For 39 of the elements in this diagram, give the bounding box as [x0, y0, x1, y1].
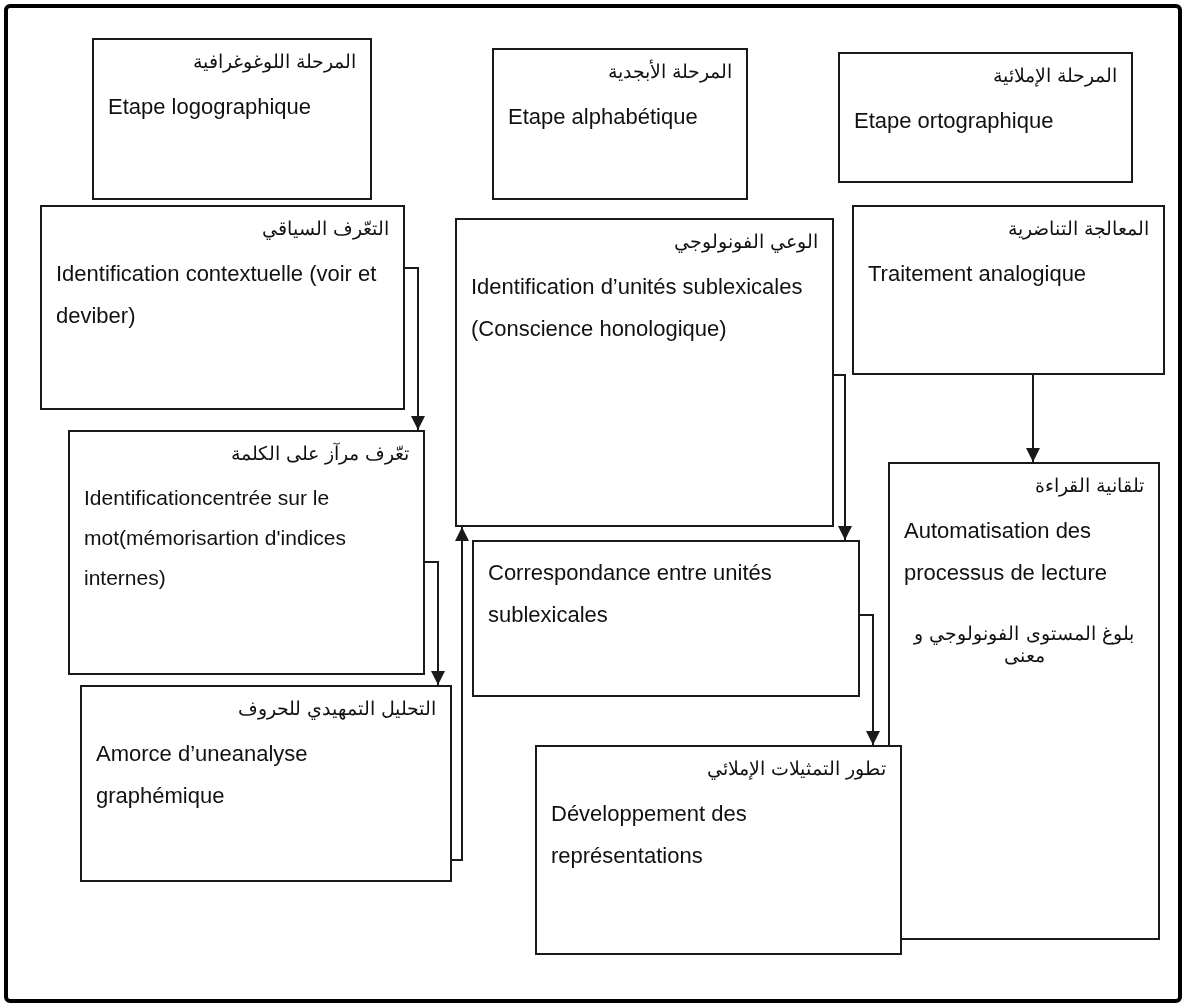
arrow [1026, 374, 1040, 463]
text-box [455, 218, 834, 527]
arrow [859, 614, 880, 746]
arabic-heading: بلوغ المستوى الفونولوجي و معنى [912, 621, 1135, 666]
arrow [424, 561, 445, 686]
french-label: Etape logographique [108, 93, 313, 121]
arabic-heading: المرحلة الإملائية [991, 64, 1117, 86]
arabic-heading: المعالجة التناضرية [1006, 217, 1149, 239]
french-label: Automatisation des processus de lecture [904, 517, 1108, 587]
text-box [40, 205, 405, 410]
arabic-heading: تعّرف مرآز على الكلمة [229, 442, 409, 464]
arabic-heading: المرحلة اللوغوغرافية [191, 50, 356, 72]
french-label: Correspondance entre unités sublexicales [488, 559, 773, 629]
text-box [92, 38, 372, 200]
arrow [833, 374, 852, 541]
text-box [838, 52, 1133, 183]
arabic-heading: تطور التمثيلات الإملائي [705, 757, 886, 779]
arabic-heading: التعّرف السياقي [260, 217, 389, 239]
french-label: Etape alphabétique [508, 103, 699, 131]
french-label: Développement des représentations [551, 800, 748, 870]
text-box [80, 685, 452, 882]
text-box [852, 205, 1165, 375]
text-box [492, 48, 748, 200]
french-label: Etape ortographique [854, 107, 1055, 135]
french-label: Amorce d’uneanalyse graphémique [96, 740, 309, 810]
arrow [451, 526, 469, 861]
arrow [404, 267, 425, 431]
arabic-heading: الوعي الفونولوجي [672, 230, 818, 252]
french-label: Identification contextuelle (voir et deviber) [56, 260, 378, 330]
french-label: Identification d’unités sublexicales (Conscience honologique) [471, 273, 804, 343]
arabic-heading: تلقانية القراءة [1033, 474, 1144, 496]
text-box [535, 745, 902, 955]
text-box [888, 462, 1160, 940]
arabic-heading: المرحلة الأبجدية [606, 60, 732, 82]
text-box [68, 430, 425, 675]
french-label: Identificationcentrée sur le mot(mémorisartion d'indices internes) [84, 485, 347, 591]
arabic-heading: التحليل التمهيدي للحروف [236, 697, 436, 719]
text-box [472, 540, 860, 697]
french-label: Traitement analogique [868, 260, 1088, 288]
